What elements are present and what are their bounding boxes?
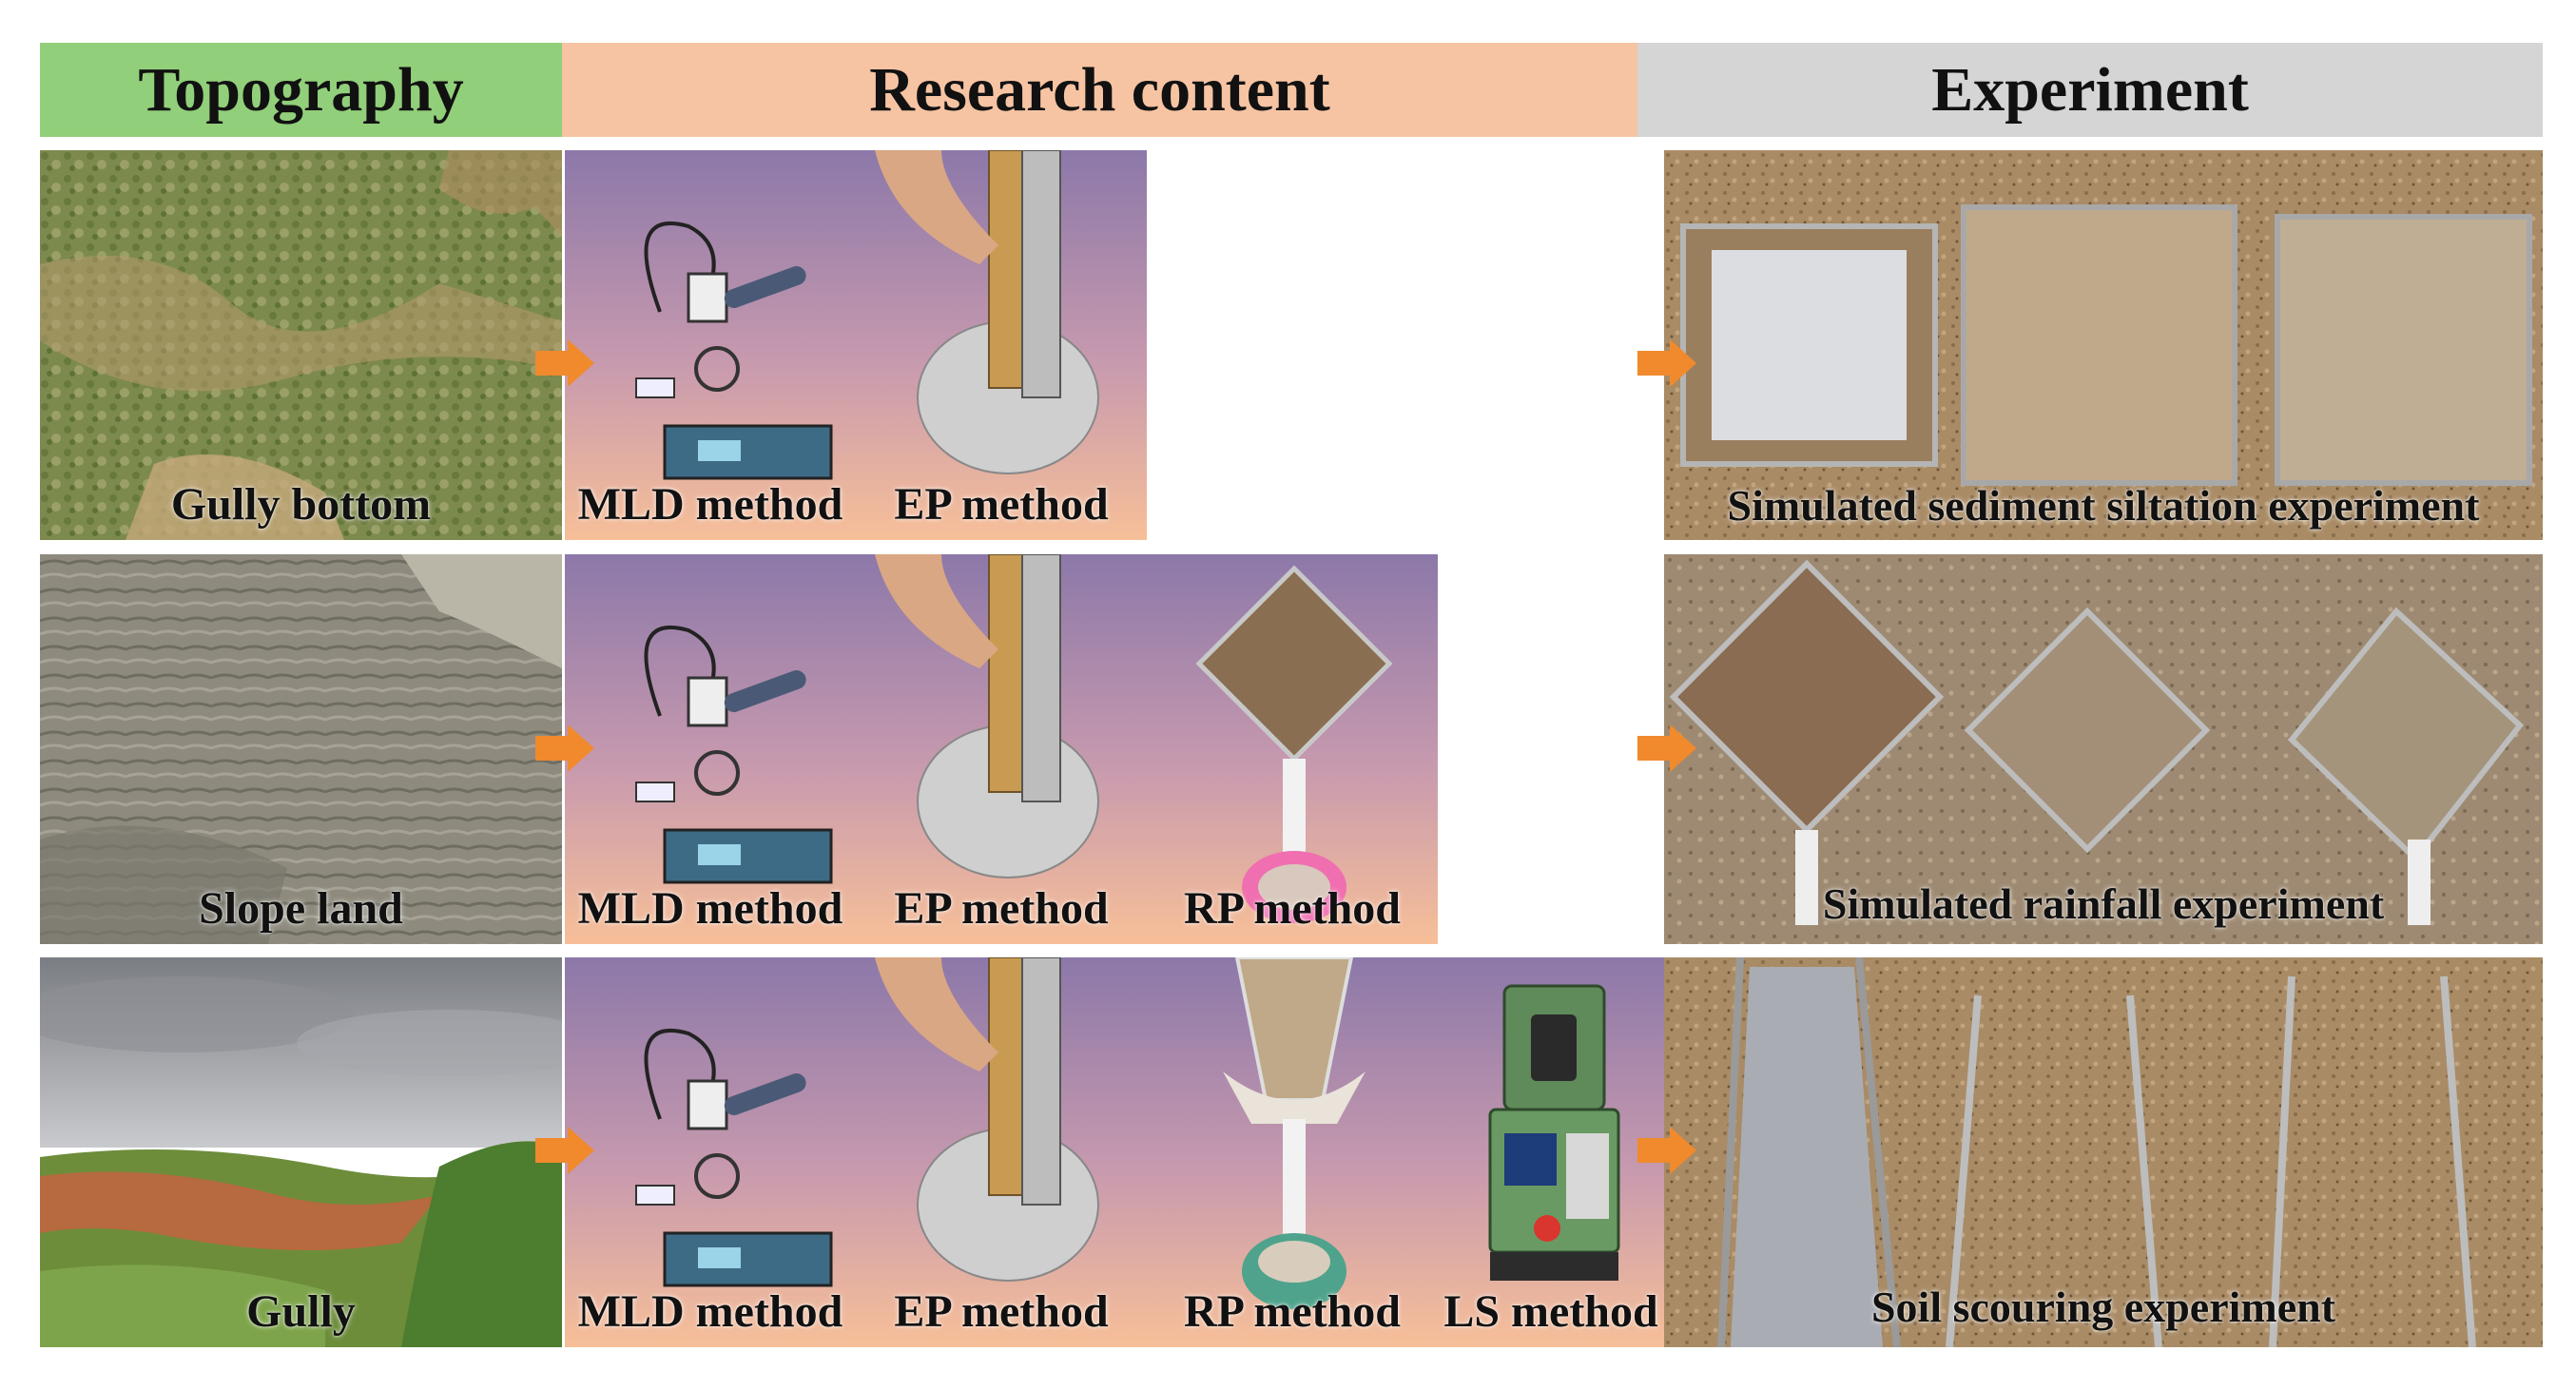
sediment-siltation-label: Simulated sediment siltation experiment xyxy=(1727,481,2480,530)
mld-method-label-1: MLD method xyxy=(577,479,843,530)
arrow-icon-row1-right xyxy=(1637,339,1696,387)
topography-header: Topography xyxy=(40,43,562,137)
ls-method-photo: LS method xyxy=(1438,957,1664,1347)
rp-method-label-2: RP method xyxy=(1184,883,1401,934)
research-content-header-label: Research content xyxy=(869,54,1330,125)
gully-bottom-label: Gully bottom xyxy=(170,479,432,530)
ep-method-label-3: EP method xyxy=(894,1286,1109,1337)
gully-bottom-photo: Gully bottom xyxy=(40,150,562,540)
slope-land-label: Slope land xyxy=(199,883,403,934)
rp-method-photo-2: RP method xyxy=(1147,554,1438,944)
soil-scouring-photo xyxy=(1664,957,2543,1347)
topography-header-label: Topography xyxy=(138,54,464,125)
ep-method-photo-1: EP method xyxy=(856,150,1147,540)
arrow-icon-row2-right xyxy=(1637,724,1696,772)
experiment-header-label: Experiment xyxy=(1931,54,2249,125)
rp-method-label-3: RP method xyxy=(1184,1286,1401,1337)
ls-method-label: LS method xyxy=(1443,1286,1658,1337)
soil-scouring-label: Soil scouring experiment xyxy=(1870,1283,2336,1331)
arrow-icon-row2-left xyxy=(535,724,594,772)
gully-label: Gully xyxy=(246,1286,356,1337)
ep-method-label-1: EP method xyxy=(894,479,1109,530)
mld-method-label-3: MLD method xyxy=(577,1286,843,1337)
gully-photo: Gully xyxy=(40,957,562,1347)
slope-land-photo: Slope land xyxy=(40,554,562,944)
mld-method-photo-1: MLD method xyxy=(565,150,856,540)
sediment-siltation-photo xyxy=(1664,150,2543,540)
rp-method-photo-3: RP method xyxy=(1147,957,1438,1347)
ep-method-label-2: EP method xyxy=(894,883,1109,934)
research-content-header: Research content xyxy=(562,43,1637,137)
rainfall-experiment-label: Simulated rainfall experiment xyxy=(1822,879,2385,928)
rainfall-experiment-photo xyxy=(1664,554,2543,944)
experiment-header: Experiment xyxy=(1637,43,2543,137)
arrow-icon-row1-left xyxy=(535,339,594,387)
ep-method-photo-2: EP method xyxy=(856,554,1147,944)
arrow-icon-row3-left xyxy=(535,1127,594,1174)
mld-method-photo-3: MLD method xyxy=(565,957,856,1347)
ep-method-photo-3: EP method xyxy=(856,957,1147,1347)
mld-method-photo-2: MLD method xyxy=(565,554,856,944)
arrow-icon-row3-right xyxy=(1637,1127,1696,1174)
mld-method-label-2: MLD method xyxy=(577,883,843,934)
